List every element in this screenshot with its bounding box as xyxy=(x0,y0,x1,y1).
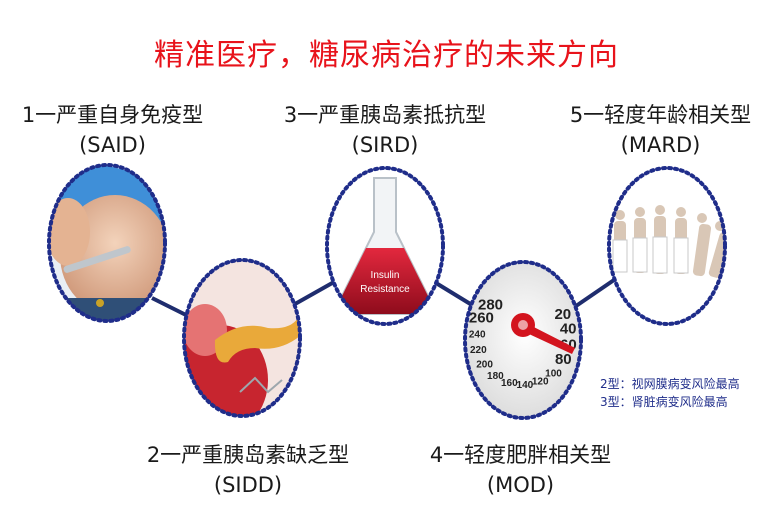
type-3-name: 3一严重胰岛素抵抗型 xyxy=(270,100,500,130)
pancreas-image xyxy=(172,255,310,435)
connector-line xyxy=(436,283,472,305)
flask-image: Insulin Resistance xyxy=(320,165,450,330)
type-4-code: (MOD) xyxy=(408,470,633,500)
type-2-code: (SIDD) xyxy=(128,470,368,500)
gauge-tick-label: 200 xyxy=(476,359,493,370)
risk-note-type3: 3型：肾脏病变风险最高 xyxy=(600,393,740,411)
type-1-code: (SAID) xyxy=(0,130,225,160)
gauge-tick-label: 180 xyxy=(487,371,504,382)
type-2-label: 2一严重胰岛素缺乏型 (SIDD) xyxy=(128,440,368,500)
gauge-tick-label: 80 xyxy=(555,351,572,368)
gauge-tick-label: 140 xyxy=(517,380,534,391)
aging-image xyxy=(600,165,740,330)
risk-note-type2: 2型：视网膜病变风险最高 xyxy=(600,375,740,393)
flask-label-line2: Resistance xyxy=(360,284,410,295)
type-4-name: 4一轻度肥胖相关型 xyxy=(408,440,633,470)
connector-line xyxy=(295,282,334,304)
connector-line xyxy=(576,280,614,306)
type-5-code: (MARD) xyxy=(548,130,773,160)
type-3-code: (SIRD) xyxy=(270,130,500,160)
gauge-tick-label: 120 xyxy=(532,377,549,388)
type-3-label: 3一严重胰岛素抵抗型 (SIRD) xyxy=(270,100,500,160)
type-5-name: 5一轻度年龄相关型 xyxy=(548,100,773,130)
type-4-label: 4一轻度肥胖相关型 (MOD) xyxy=(408,440,633,500)
flask-label-line1: Insulin xyxy=(371,270,400,281)
gauge-tick-label: 280 xyxy=(478,297,503,314)
injection-image xyxy=(40,160,180,338)
gauge-tick-label: 220 xyxy=(470,345,487,356)
type-1-name: 1一严重自身免疫型 xyxy=(0,100,225,130)
gauge-tick-label: 40 xyxy=(560,321,577,338)
type-1-label: 1一严重自身免疫型 (SAID) xyxy=(0,100,225,160)
type-2-name: 2一严重胰岛素缺乏型 xyxy=(128,440,368,470)
risk-note: 2型：视网膜病变风险最高 3型：肾脏病变风险最高 xyxy=(600,375,740,411)
gauge-tick-label: 240 xyxy=(469,329,486,340)
gauge-image: 20406080100120140160180200220240260280 xyxy=(460,258,590,428)
type-5-label: 5一轻度年龄相关型 (MARD) xyxy=(548,100,773,160)
